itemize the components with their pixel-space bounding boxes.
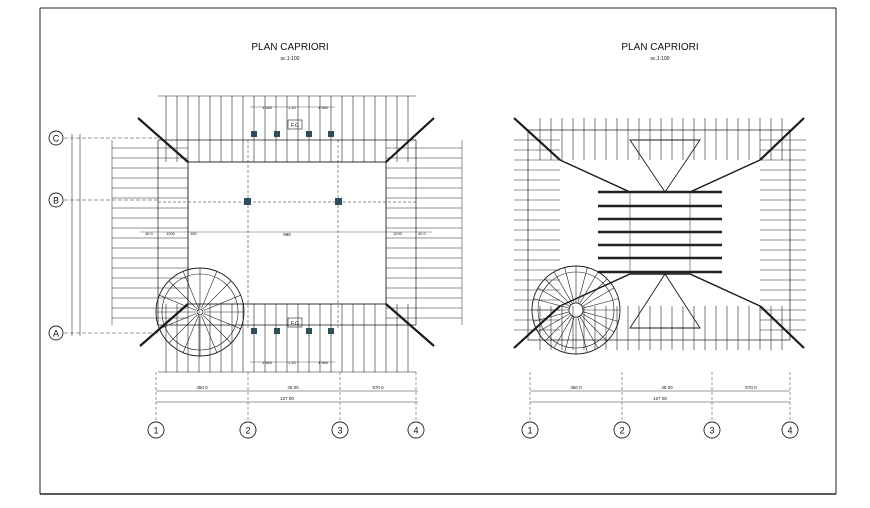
right-bottom-dim-2: 45 00 [661,385,673,390]
row-bubble-b: B [48,192,64,208]
left-tower [155,267,245,357]
top-dim-2: 1 20 [288,105,297,110]
right-dim-chain: 450 0 45 00 570 0 127 00 [529,372,791,420]
top-dim-1: 1 560 [262,105,273,110]
row-bubble-c: C [48,130,64,146]
right-col-label-3: 3 [709,426,714,436]
right-plan: PLAN CAPRIORI sc.1:100 [513,42,806,439]
left-panel-tag-top: F.G [291,123,299,129]
left-row-axes: C B A [48,130,160,341]
sheet-frame [39,7,837,495]
left-columns [244,131,342,334]
bottom-small-dim-2: 1 20 [288,360,297,365]
left-inner-room [187,161,387,305]
left-plan-scale: sc.1:100 [281,56,300,62]
left-col-bubbles: 1 2 3 4 [147,421,425,439]
side-dim-4: 1200 [393,231,403,236]
right-bottom-dim-3: 570 0 [745,385,757,390]
left-panel-tag-bottom: F.G [291,321,299,327]
left-total-dim: 127 00 [280,396,294,401]
right-col-label-1: 1 [527,426,532,436]
right-col-label-4: 4 [787,426,792,436]
right-col-bubbles: 1 2 3 4 [521,421,799,439]
left-col-label-1: 1 [153,426,158,436]
bottom-small-dim-1: 1 560 [262,360,273,365]
left-col-label-3: 3 [337,426,342,436]
right-total-dim: 127 00 [653,396,667,401]
left-plan: PLAN CAPRIORI sc.1:100 [48,42,463,439]
row-bubble-a: A [48,325,64,341]
right-plan-title: PLAN CAPRIORI [621,42,698,53]
left-col-label-2: 2 [245,426,250,436]
row-label-a: A [53,329,59,339]
left-col-label-4: 4 [413,426,418,436]
side-dim-5: 40 0 [418,231,427,236]
right-plan-scale: sc.1:100 [651,56,670,62]
right-beams [598,190,722,274]
side-dim-2: 1200 [166,231,176,236]
top-dim-3: 1 560 [318,105,329,110]
right-tower [531,265,621,355]
left-center-dim: 980 [283,232,291,237]
right-bottom-dim-1: 450 0 [570,385,582,390]
left-bottom-dim-3: 570 0 [372,385,384,390]
side-dim-3: 150 [190,231,197,236]
left-bottom-dim-2: 45 00 [287,385,299,390]
row-label-c: C [53,134,60,144]
row-label-b: B [53,196,59,206]
side-dim-1: 40 0 [145,231,154,236]
right-col-label-2: 2 [619,426,624,436]
left-bottom-dim-1: 450 0 [196,385,208,390]
bottom-small-dim-3: 1 560 [318,360,329,365]
left-plan-title: PLAN CAPRIORI [251,42,328,53]
left-dim-chain: 450 0 45 00 570 0 127 00 [155,372,418,420]
